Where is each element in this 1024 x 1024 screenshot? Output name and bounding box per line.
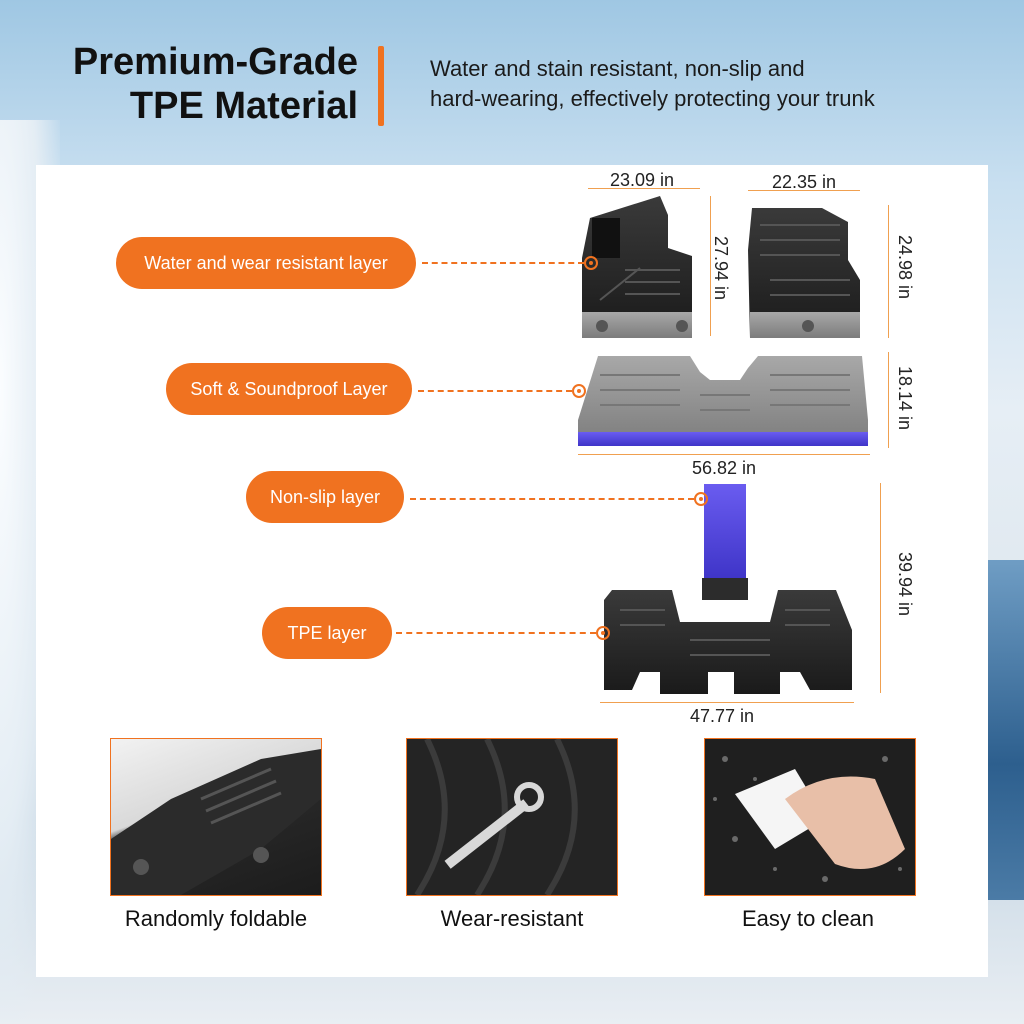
leader-line-non-slip — [410, 498, 694, 500]
dim-second-row-height: 18.14 in — [895, 366, 915, 431]
front-right-mat — [748, 208, 860, 338]
feature-caption-wear-resistant: Wear-resistant — [440, 906, 584, 931]
dim-line-front-right-height — [888, 205, 889, 338]
leader-line-water-resistant — [422, 262, 584, 264]
third-row-mat — [604, 484, 852, 694]
callout-dot-water-resistant — [584, 256, 598, 270]
callout-dot-soundproof — [572, 384, 586, 398]
dim-line-front-right-width — [748, 190, 860, 191]
feature-caption-easy-clean: Easy to clean — [741, 906, 875, 931]
dim-second-row-width: 56.82 in — [692, 458, 757, 478]
front-left-mat — [582, 196, 692, 338]
layer-label-non-slip: Non-slip layer — [246, 471, 404, 523]
wrench-on-mat-photo — [406, 738, 618, 896]
page-title: Premium-Grade TPE Material — [60, 40, 358, 128]
layer-label-water-resistant: Water and wear resistant layer — [116, 237, 416, 289]
dim-line-third-row-width — [600, 702, 854, 703]
dim-front-right-height: 24.98 in — [895, 235, 915, 300]
second-row-mat — [578, 356, 868, 446]
dim-third-row-width: 47.77 in — [690, 706, 755, 726]
subtitle-line-2: hard-wearing, effectively protecting you… — [430, 86, 875, 111]
dim-line-second-row-width — [578, 454, 870, 455]
callout-dot-non-slip — [694, 492, 708, 506]
layer-label-tpe: TPE layer — [262, 607, 392, 659]
page-subtitle: Water and stain resistant, non-slip and … — [430, 54, 990, 114]
leader-line-tpe — [396, 632, 596, 634]
title-divider — [378, 46, 384, 126]
title-line-1: Premium-Grade — [72, 41, 358, 83]
callout-dot-tpe — [596, 626, 610, 640]
dim-front-left-width: 23.09 in — [610, 170, 675, 190]
dim-front-left-height: 27.94 in — [711, 236, 731, 301]
dim-front-right-width: 22.35 in — [772, 172, 837, 192]
dim-line-second-row-height — [888, 352, 889, 448]
feature-caption-foldable: Randomly foldable — [124, 906, 308, 931]
dim-third-row-height: 39.94 in — [895, 552, 915, 617]
title-line-2: TPE Material — [129, 85, 358, 127]
subtitle-line-1: Water and stain resistant, non-slip and — [430, 56, 805, 81]
hand-wiping-photo — [704, 738, 916, 896]
dim-line-front-left-height — [710, 196, 711, 336]
dim-line-third-row-height — [880, 483, 881, 693]
leader-line-soundproof — [418, 390, 572, 392]
layer-label-soundproof: Soft & Soundproof Layer — [166, 363, 412, 415]
folded-mat-photo — [110, 738, 322, 896]
dim-line-front-left-width — [588, 188, 700, 189]
